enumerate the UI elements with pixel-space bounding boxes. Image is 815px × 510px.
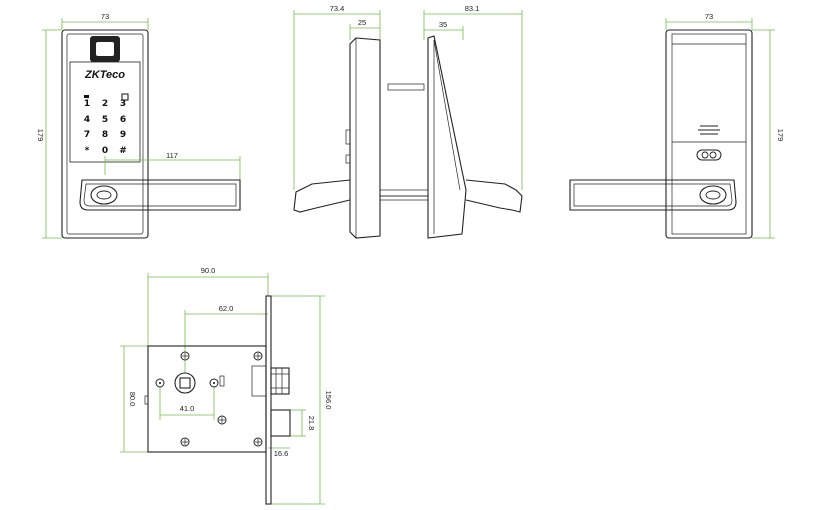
keypad-key: 6 xyxy=(120,115,126,125)
mortise-height-label: 80.0 xyxy=(128,392,137,407)
keypad-key: 0 xyxy=(102,146,108,156)
bolt-height-label: 21.8 xyxy=(307,416,316,431)
side-front-depth-label: 25 xyxy=(358,18,366,27)
keypad-key: 8 xyxy=(102,130,108,140)
case-width-label: 90.0 xyxy=(201,266,216,275)
speaker-grille xyxy=(698,125,720,135)
keypad-key: 3 xyxy=(120,99,126,109)
lock-icon xyxy=(121,93,129,101)
dead-bolt xyxy=(270,409,291,437)
latch-bolt xyxy=(251,365,290,397)
front-handle-profile xyxy=(293,179,351,213)
spindle-hub xyxy=(174,372,196,394)
handle-length-label: 117 xyxy=(166,151,178,160)
door-handle xyxy=(79,179,241,211)
side-lock-depth-label: 73.4 xyxy=(330,4,345,13)
back-height-label: 179 xyxy=(776,129,785,142)
side-view: 73.4 25 83.1 35 xyxy=(293,4,523,239)
keypad-key: 9 xyxy=(120,130,126,140)
faceplate-height-label: 156.0 xyxy=(324,391,333,410)
front-view: 73 179 ZKTeco 1 2 3 4 5 6 7 8 9 * xyxy=(36,12,241,239)
front-body-profile xyxy=(349,37,381,239)
keypad-key: 7 xyxy=(84,130,90,140)
keypad-key: 1 xyxy=(84,99,90,109)
mortise-view: 90.0 62.0 80.0 41.0 156.0 21.8 16.6 xyxy=(120,266,333,505)
lock-body-back xyxy=(665,29,753,239)
keypad-key: 2 xyxy=(102,99,108,109)
rear-handle-profile xyxy=(465,179,523,213)
lock-body-front xyxy=(61,29,149,239)
mortise-case xyxy=(147,345,267,453)
keypad-key: # xyxy=(119,146,127,156)
spindle-distance-label: 41.0 xyxy=(180,404,195,413)
back-view: 73 179 xyxy=(569,12,785,239)
back-handle xyxy=(569,179,737,211)
keypad-key: 4 xyxy=(84,115,90,125)
doorbell-icon xyxy=(84,95,89,98)
backset-label: 62.0 xyxy=(219,304,234,313)
front-height-label: 179 xyxy=(36,129,45,142)
rear-body-profile xyxy=(427,35,467,239)
brand-logo: ZKTeco xyxy=(84,69,125,81)
back-width-label: 73 xyxy=(705,12,713,21)
mounting-screws xyxy=(180,351,263,447)
side-rear-depth-label: 35 xyxy=(439,20,447,29)
keypad-key: 5 xyxy=(102,115,108,125)
keypad: 1 2 3 4 5 6 7 8 9 * 0 # xyxy=(84,99,127,156)
faceplate xyxy=(265,295,272,505)
battery-switch xyxy=(696,149,722,161)
front-width-label: 73 xyxy=(101,12,109,21)
side-total-depth-label: 83.1 xyxy=(465,4,480,13)
keypad-key: * xyxy=(85,146,90,156)
bolt-offset-label: 16.6 xyxy=(274,449,289,458)
